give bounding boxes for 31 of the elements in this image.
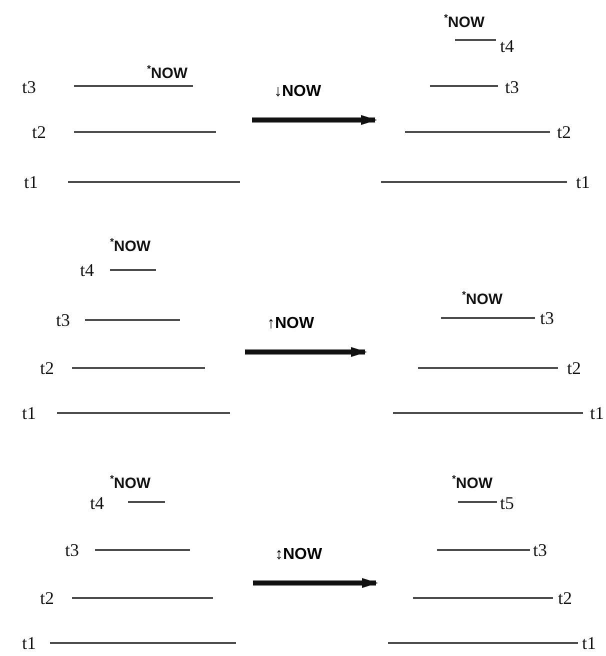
- now-marker: $^{*}$NOW: [444, 14, 485, 30]
- time-label: t1: [582, 634, 596, 652]
- now-marker: $^{*}$NOW: [110, 475, 151, 491]
- time-label: t1: [24, 173, 38, 191]
- time-label: t4: [90, 494, 104, 512]
- time-label: t4: [500, 37, 514, 55]
- time-label: t3: [65, 541, 80, 559]
- time-label: t1: [22, 634, 36, 652]
- time-label: t5: [500, 494, 514, 512]
- arrow: [253, 578, 378, 588]
- time-label: t2: [32, 123, 46, 141]
- now-marker: $^{*}$NOW: [110, 238, 151, 254]
- time-label: t3: [505, 78, 520, 96]
- time-label: t2: [40, 359, 54, 377]
- time-label: t2: [558, 589, 572, 607]
- time-label: t3: [533, 541, 548, 559]
- time-label: t1: [576, 173, 590, 191]
- time-label: t3: [540, 309, 554, 327]
- now-marker: $^{*}$NOW: [147, 65, 188, 81]
- now-marker: $^{*}$NOW: [452, 475, 493, 491]
- time-label: t4: [80, 261, 94, 279]
- time-label: t1: [590, 404, 604, 422]
- now-marker: $^{*}$NOW: [462, 291, 503, 307]
- time-label: t1: [22, 404, 36, 422]
- time-label: t3: [56, 311, 70, 329]
- time-label: t2: [567, 359, 582, 377]
- arrow: [252, 115, 377, 125]
- time-label: t2: [557, 123, 572, 141]
- arrow: [245, 347, 367, 357]
- time-label: t2: [40, 589, 54, 607]
- time-label: t3: [22, 78, 36, 96]
